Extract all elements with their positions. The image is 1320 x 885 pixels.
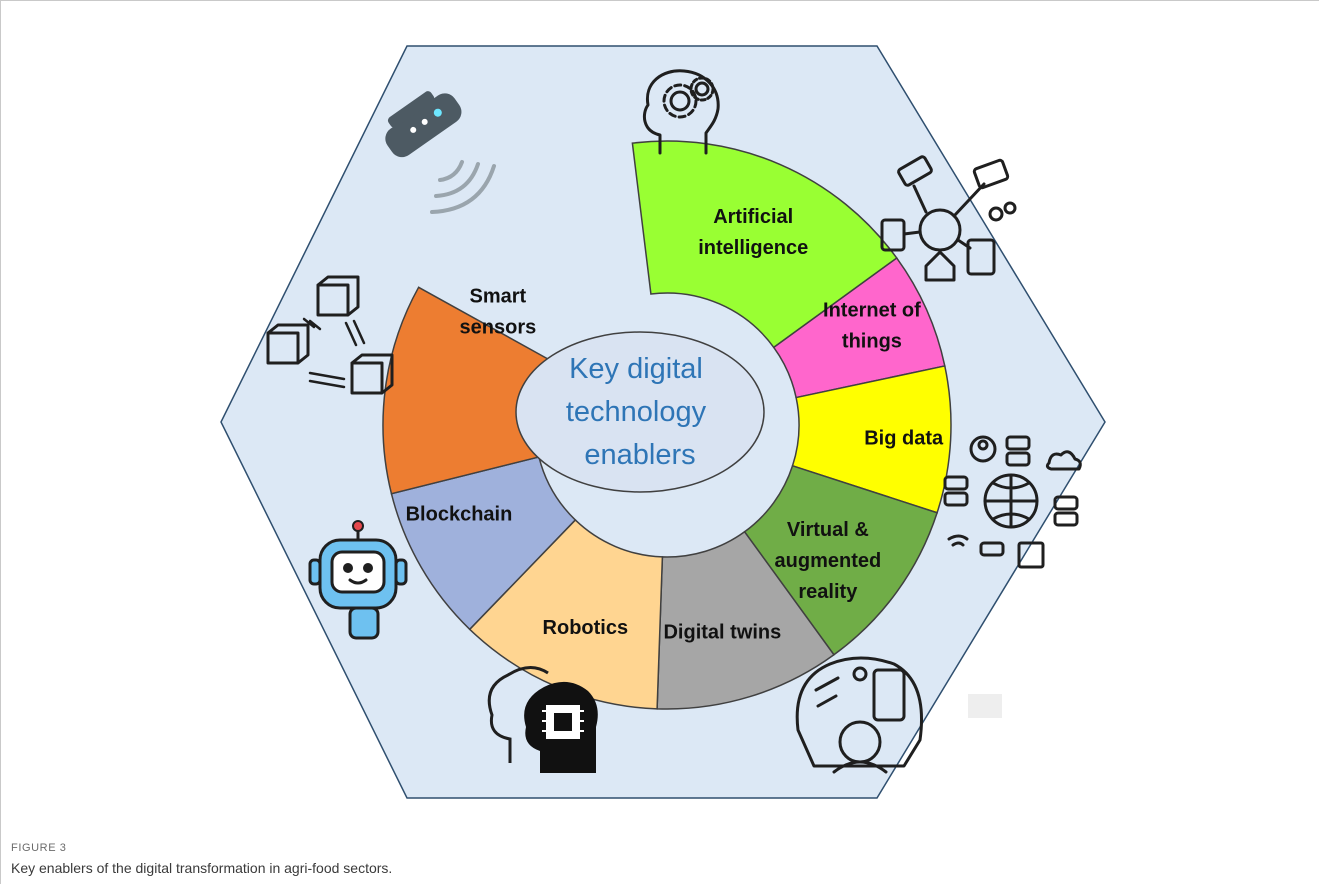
segment-artificial-intelligence (631, 140, 898, 349)
blockchain-icon (266, 275, 394, 395)
segment-label-smart-sensors: Smart sensors (460, 285, 537, 338)
center-line-3: enablers (584, 439, 695, 471)
segment-label-line: Smart (470, 285, 527, 307)
segment-label-robotics: Robotics (543, 617, 629, 639)
robot-icon (308, 520, 408, 640)
segment-label-big-data: Big data (864, 427, 944, 449)
center-label: Key digital technology enablers (566, 353, 714, 471)
big-data-globe-icon (943, 435, 1082, 569)
segment-label-internet-of-things: Internet of things (823, 300, 921, 353)
iot-network-icon (880, 155, 1017, 282)
center-line-2: technology (566, 396, 707, 428)
segment-label-blockchain: Blockchain (406, 503, 513, 525)
segment-label-line: Internet of (823, 300, 921, 322)
segment-label-line: augmented (775, 550, 882, 572)
figure-label: FIGURE 3 (11, 842, 67, 854)
segment-label-line: Digital twins (663, 622, 781, 644)
segment-label-artificial-intelligence: Artificial intelligence (698, 206, 808, 259)
enabler-wheel (382, 140, 952, 710)
smart-sensor-icon (385, 91, 496, 214)
segment-label-virtual-augmented-reality: Virtual & augmented reality (775, 519, 882, 603)
segment-label-line: Virtual & (787, 519, 869, 541)
segment-digital-twins (656, 530, 835, 710)
digital-twin-head-icon (487, 666, 598, 773)
segment-label-line: things (842, 331, 902, 353)
figure-caption: Key enablers of the digital transformati… (11, 860, 393, 876)
segment-robotics (468, 518, 664, 710)
segment-big-data (791, 365, 952, 514)
segment-label-line: Blockchain (406, 503, 513, 525)
segment-label-line: reality (798, 581, 858, 603)
segment-label-line: sensors (460, 316, 537, 338)
segment-label-line: intelligence (698, 237, 808, 259)
center-line-1: Key digital (569, 353, 703, 385)
segment-blockchain (390, 456, 577, 631)
segment-label-line: Artificial (713, 206, 793, 228)
vr-cockpit-icon (795, 656, 924, 774)
scan-artifact (968, 694, 1002, 718)
segment-virtual-augmented-reality (743, 464, 939, 656)
segment-internet-of-things (772, 257, 946, 399)
segment-label-line: Big data (864, 427, 944, 449)
segment-label-digital-twins: Digital twins (663, 622, 781, 644)
center-ellipse (515, 331, 765, 493)
enablers-diagram: Key digital technology enablers Artifici… (220, 45, 1106, 799)
segment-label-line: Robotics (543, 617, 629, 639)
ai-head-gears-icon (642, 69, 720, 155)
